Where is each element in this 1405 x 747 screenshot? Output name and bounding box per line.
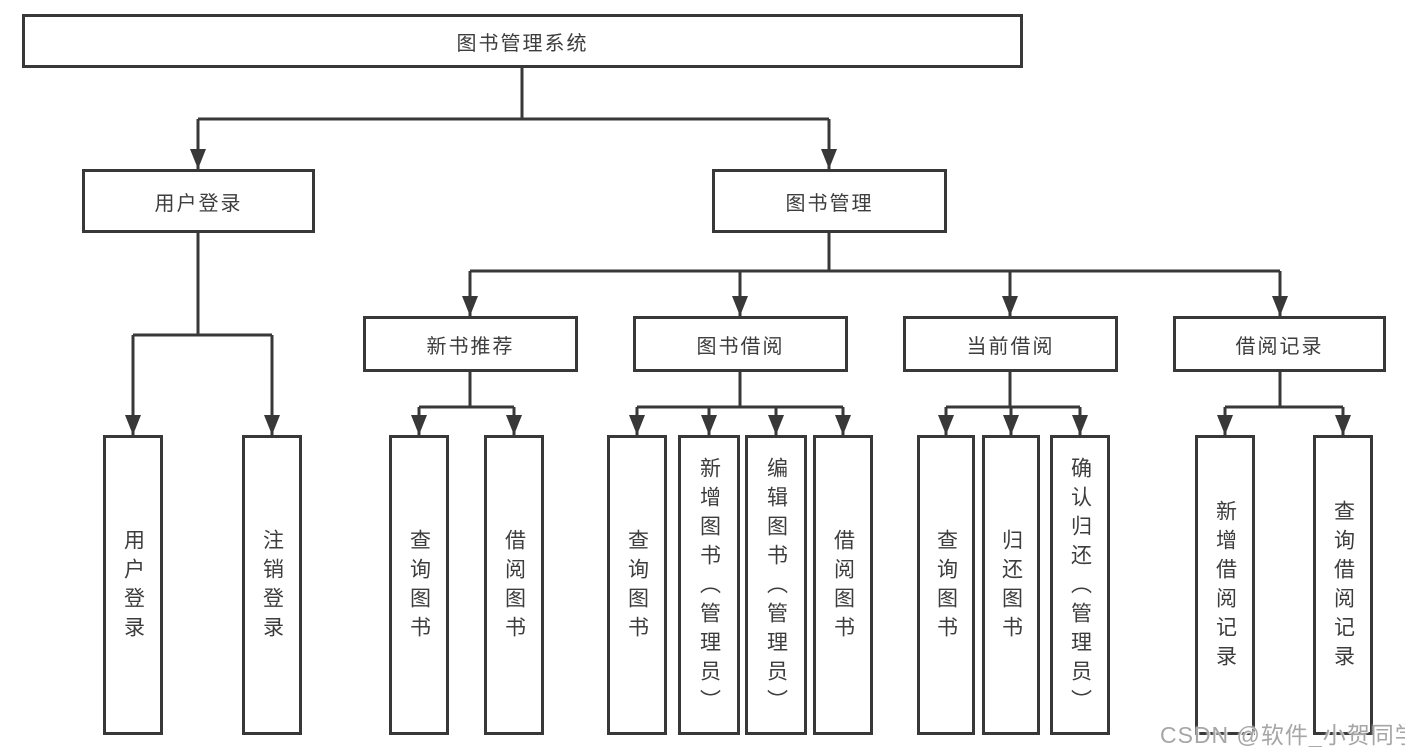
leaf-cb-confirm-return-admin: 确认归还（管理员） xyxy=(1050,435,1110,735)
leaf-bb-add-books-admin: 新增图书（管理员） xyxy=(678,435,740,735)
leaf-bb-borrow-books: 借阅图书 xyxy=(813,435,873,735)
leaf-nb-borrow-books: 借阅图书 xyxy=(484,435,544,735)
leaf-bb-query-books: 查询图书 xyxy=(607,435,667,735)
node-book-management: 图书管理 xyxy=(712,169,947,233)
leaf-cb-query-books: 查询图书 xyxy=(917,435,975,735)
node-borrow-records: 借阅记录 xyxy=(1173,316,1386,372)
node-book-borrow: 图书借阅 xyxy=(633,316,848,372)
node-user-login: 用户登录 xyxy=(82,169,315,233)
leaf-br-query-borrow-record: 查询借阅记录 xyxy=(1313,435,1373,735)
node-library-management-system: 图书管理系统 xyxy=(22,14,1023,68)
node-new-book-recommend: 新书推荐 xyxy=(363,316,578,372)
leaf-br-add-borrow-record: 新增借阅记录 xyxy=(1195,435,1255,735)
node-current-borrow: 当前借阅 xyxy=(903,316,1118,372)
leaf-cb-return-books: 归还图书 xyxy=(982,435,1040,735)
leaf-logout: 注销登录 xyxy=(242,435,302,735)
leaf-user-login: 用户登录 xyxy=(103,435,163,735)
leaf-bb-edit-books-admin: 编辑图书（管理员） xyxy=(745,435,807,735)
watermark: CSDN @软件_小贺同学 xyxy=(1160,722,1405,747)
leaf-nb-query-books: 查询图书 xyxy=(389,435,449,735)
